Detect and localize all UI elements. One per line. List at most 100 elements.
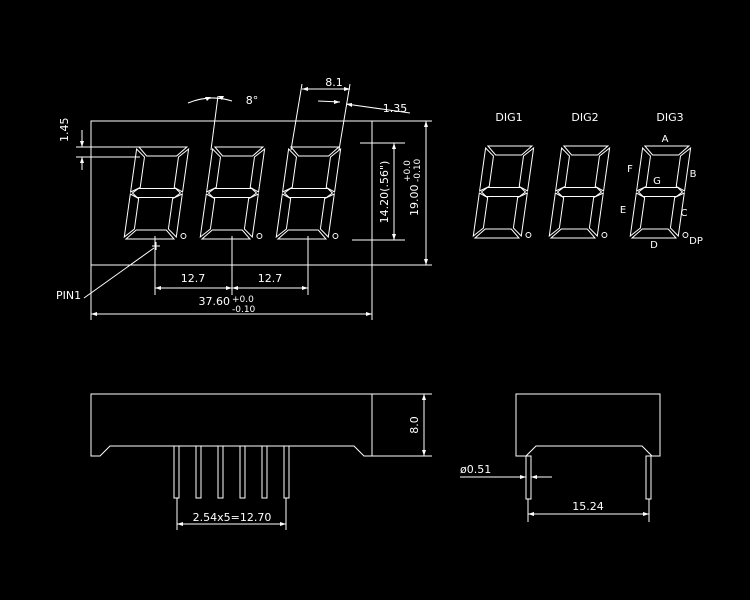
dig1-label: DIG1 [495,111,522,124]
segment-e [199,193,216,239]
map-digits [472,145,692,239]
side-pin [239,445,246,499]
end-body-outline [515,393,661,457]
segment-letter-a: A [662,134,669,145]
segment-d [200,229,252,240]
segment-dp [180,233,187,239]
segment-c [319,193,335,239]
side-body-outline [90,393,373,457]
body-height-label: 19.00 [408,185,421,217]
front-view: 1.45 8.1 1.35 8° [56,76,432,320]
end-view: ø0.51 15.24 [460,393,661,522]
segment-e [472,192,489,238]
pitch-dimension: 12.7 12.7 [154,236,309,295]
body-height-dimension: 19.00 +0.0 -0.10 [372,120,432,266]
segment-g [556,187,603,197]
segment-e [629,192,646,238]
segment-f [281,147,298,193]
body-height-tol-plus: +0.0 [403,160,413,182]
pitch-label-1: 12.7 [181,272,206,285]
segment-c [669,192,685,238]
segment-a [137,146,189,157]
segment-b [173,147,190,193]
pitch-label-2: 12.7 [258,272,283,285]
pin-pitch-label: 2.54x5=12.70 [193,511,272,524]
segment-f [478,146,495,192]
segment-a [289,146,341,157]
segment-g [283,188,334,198]
segment-f [635,146,652,192]
pin-diameter-label: ø0.51 [460,463,491,476]
segment-d [124,229,176,240]
segment-d [549,228,597,239]
digit-height-dimension: 14.20(.56") [352,142,405,241]
digit-width-dimension: 8.1 [290,76,351,151]
dig2-label: DIG2 [571,111,598,124]
segment-b [518,146,535,192]
body-width-dimension: 37.60 +0.0 -0.10 [90,265,373,320]
segment-e [275,193,292,239]
segment-dp [332,233,339,239]
segment-a [562,145,610,156]
segment-g [637,187,684,197]
body-width-tol-minus: -0.10 [232,305,256,315]
segment-g [131,188,182,198]
segment-g [480,187,527,197]
side-height-label: 8.0 [408,416,421,434]
segment-letter-d: D [650,240,658,251]
segment-letter-e: E [620,205,626,216]
segment-dp [256,233,263,239]
segment-letter-c: C [681,208,688,219]
body-width-label: 37.60 [199,295,231,308]
digit-height-label: 14.20(.56") [378,161,391,224]
body-width-tol-plus: +0.0 [232,295,254,305]
segment-d [630,228,678,239]
segment-b [249,147,266,193]
row-spacing-label: 15.24 [572,500,604,513]
dp-gap-dimension: 1.35 [317,100,411,115]
digit-map-3 [629,145,692,239]
front-digits [123,146,342,240]
segment-letter-b: B [690,169,697,180]
segment-c [588,192,604,238]
slant-angle-label: 8° [246,94,259,107]
segment-d [473,228,521,239]
segment-e [123,193,140,239]
side-pin [217,445,224,499]
segment-b [594,146,611,192]
segment-f [554,146,571,192]
segment-g [207,188,258,198]
digit-front-1 [123,146,190,240]
digit-width-label: 8.1 [325,76,343,89]
side-view: 8.0 2.54x5=12.70 [90,393,432,530]
segment-offset-label: 1.45 [58,118,71,143]
segment-b [675,146,692,192]
segment-f [205,147,222,193]
side-pin [261,445,268,499]
end-pin-left [525,455,532,500]
segment-c [243,193,259,239]
digit-front-3 [275,146,342,240]
segment-f [129,147,146,193]
pin1-label: PIN1 [56,289,81,302]
side-pin [173,445,180,499]
segment-c [512,192,528,238]
digit-map-1 [472,145,535,239]
segment-offset-dimension: 1.45 [58,118,144,170]
pin1-marker: PIN1 [56,242,160,302]
side-pin [195,445,202,499]
segment-letter-f: F [627,164,633,175]
side-pin [283,445,290,499]
end-pin-right [645,455,652,500]
segment-d [276,229,328,240]
digit-map-2 [548,145,611,239]
segment-dp [682,232,689,238]
digit-front-2 [199,146,266,240]
segment-map: DIG1 DIG2 DIG3 A B C D E F G DP [472,111,703,251]
side-pins [173,445,290,499]
segment-b [325,147,342,193]
segment-a [213,146,265,157]
segment-e [548,192,565,238]
segment-a [643,145,691,156]
segment-letter-dp: DP [689,236,703,247]
